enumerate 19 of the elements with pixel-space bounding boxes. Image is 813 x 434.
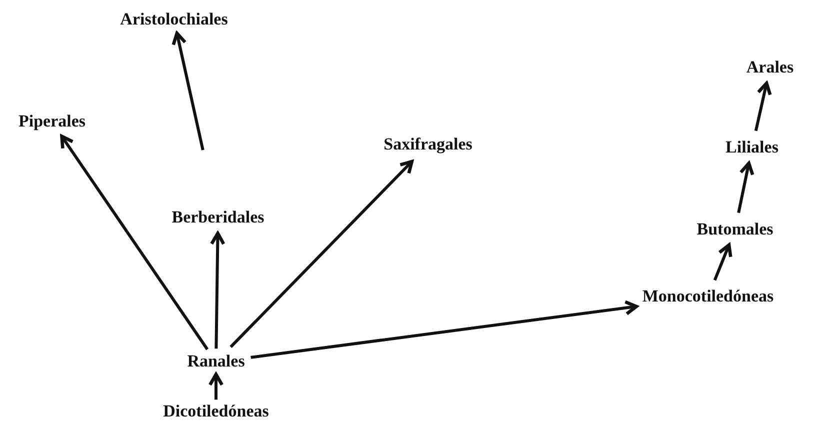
taxon-label: Saxifragales [384, 136, 472, 154]
taxon-label: Arales [746, 58, 794, 78]
taxon-label: Ranales [187, 352, 245, 372]
arrow [210, 232, 226, 349]
arrow [208, 372, 224, 400]
taxon-label: Monocotiledóneas [642, 288, 774, 306]
taxon-label: Dicotiledóneas [163, 402, 269, 422]
arrow [250, 300, 638, 359]
taxon-label: Butomales [696, 220, 774, 240]
arrow [172, 32, 204, 150]
arrow [713, 243, 732, 281]
arrow [230, 160, 414, 348]
taxon-label: Berberidales [172, 208, 264, 228]
arrow [737, 162, 754, 214]
taxon-label: Piperales [18, 112, 86, 132]
taxon-label: Aristolochiales [120, 10, 228, 30]
arrow [60, 134, 209, 350]
taxon-label: Liliales [726, 138, 778, 158]
arrow [754, 82, 772, 132]
